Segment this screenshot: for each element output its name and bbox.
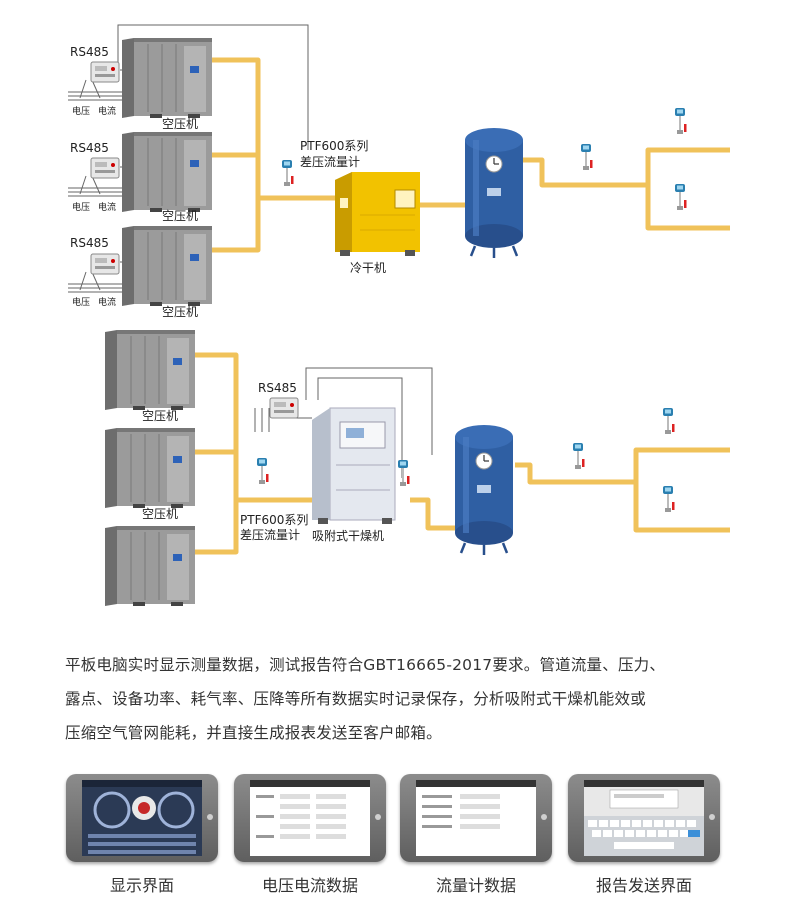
air-tank-bottom (453, 423, 515, 557)
adsorption-dryer (312, 407, 396, 524)
air-compressor-1 (121, 37, 213, 119)
flowmeter-outlet-bottom-3 (663, 486, 675, 512)
tablet-screen-2 (250, 780, 370, 856)
system-diagram: RS485 RS485 RS485 电压 电流 电压 电流 电压 电流 空压机 … (68, 24, 730, 607)
air-tank-top (463, 126, 525, 260)
description-line-1: 平板电脑实时显示测量数据，测试报告符合GBT16665-2017要求。管道流量、… (65, 656, 666, 674)
tablet-display-screen (66, 774, 218, 862)
compressor-label-3: 空压机 (162, 305, 198, 319)
tablet-home-button-3 (541, 814, 547, 820)
pipes-bottom (190, 352, 730, 555)
pipes-top (212, 57, 730, 253)
rs485-label-1: RS485 (70, 45, 109, 59)
air-compressor-4 (104, 329, 196, 411)
power-meter-2 (90, 157, 120, 179)
refrigerated-dryer (335, 172, 420, 256)
tablet-caption-1: 显示界面 (109, 876, 174, 895)
tablet-screen-1 (82, 780, 202, 856)
tablet-caption-3: 流量计数据 (435, 876, 516, 895)
signal-wires-top (68, 24, 309, 293)
current-label-2: 电流 (98, 201, 116, 213)
air-compressor-2 (121, 131, 213, 213)
description-line-3: 压缩空气管网能耗，并直接生成报表发送至客户邮箱。 (65, 724, 442, 742)
air-compressor-3 (121, 225, 213, 307)
rs485-label-3: RS485 (70, 236, 109, 250)
flowmeter-label-bottom-2: 差压流量计 (240, 528, 300, 542)
dryer-label-top: 冷干机 (350, 261, 386, 275)
flowmeter-label-bottom-1: PTF600系列 (240, 513, 308, 527)
air-compressor-6 (104, 525, 196, 607)
compressor-label-1: 空压机 (162, 117, 198, 131)
rs485-label-2: RS485 (70, 141, 109, 155)
data-table-2 (416, 780, 536, 829)
tablet-home-button-4 (709, 814, 715, 820)
gauge-dashboard (82, 780, 202, 854)
tablet-flowmeter-screen (400, 774, 552, 862)
voltage-label-1: 电压 (72, 105, 90, 117)
flowmeter-outlet-top-2 (675, 108, 687, 134)
flowmeter-label-top-1: PTF600系列 (300, 139, 368, 153)
tablet-screenshots: 显示界面 电压电流数据 (0, 768, 790, 914)
tablet-voltage-current-screen (234, 774, 386, 862)
keyboard-dialog (584, 780, 704, 856)
voltage-label-2: 电压 (72, 201, 90, 213)
flowmeter-outlet-top-3 (675, 184, 687, 210)
tablet-caption-4: 报告发送界面 (595, 876, 692, 895)
bottom-system: 空压机 空压机 RS485 PTF600系列 差压流量计 吸附式干燥机 (104, 329, 730, 607)
tablet-screen-4 (584, 780, 704, 856)
tablet-report-send-screen (568, 774, 720, 862)
power-meter-1 (90, 61, 120, 83)
rs485-label-4: RS485 (258, 381, 297, 395)
current-label-3: 电流 (98, 296, 116, 308)
flowmeter-outlet-bottom-2 (663, 408, 675, 434)
flowmeter-bottom (257, 458, 269, 484)
tablet-home-button-1 (207, 814, 213, 820)
air-compressor-5 (104, 427, 196, 509)
current-label-1: 电流 (98, 105, 116, 117)
tablet-home-button-2 (375, 814, 381, 820)
description: 平板电脑实时显示测量数据，测试报告符合GBT16665-2017要求。管道流量、… (65, 648, 745, 750)
power-meter-4 (269, 397, 299, 419)
tablet-screen-3 (416, 780, 536, 856)
compressor-label-2: 空压机 (162, 209, 198, 223)
flowmeter-outlet-bottom-1 (573, 443, 585, 469)
flowmeter-outlet-top-1 (581, 144, 593, 170)
voltage-label-3: 电压 (72, 296, 90, 308)
flowmeter-label-top-2: 差压流量计 (300, 155, 360, 169)
signal-wires-bottom (254, 367, 433, 478)
top-system: RS485 RS485 RS485 电压 电流 电压 电流 电压 电流 空压机 … (68, 24, 730, 319)
power-meter-3 (90, 253, 120, 275)
dewpoint-sensor (398, 460, 410, 486)
compressor-label-5: 空压机 (142, 507, 178, 521)
flowmeter-top (282, 160, 294, 186)
data-table-1 (250, 780, 370, 839)
compressor-label-4: 空压机 (142, 409, 178, 423)
dryer-label-bottom: 吸附式干燥机 (312, 529, 384, 543)
tablet-caption-2: 电压电流数据 (261, 876, 358, 895)
description-line-2: 露点、设备功率、耗气率、压降等所有数据实时记录保存，分析吸附式干燥机能效或 (65, 690, 646, 708)
